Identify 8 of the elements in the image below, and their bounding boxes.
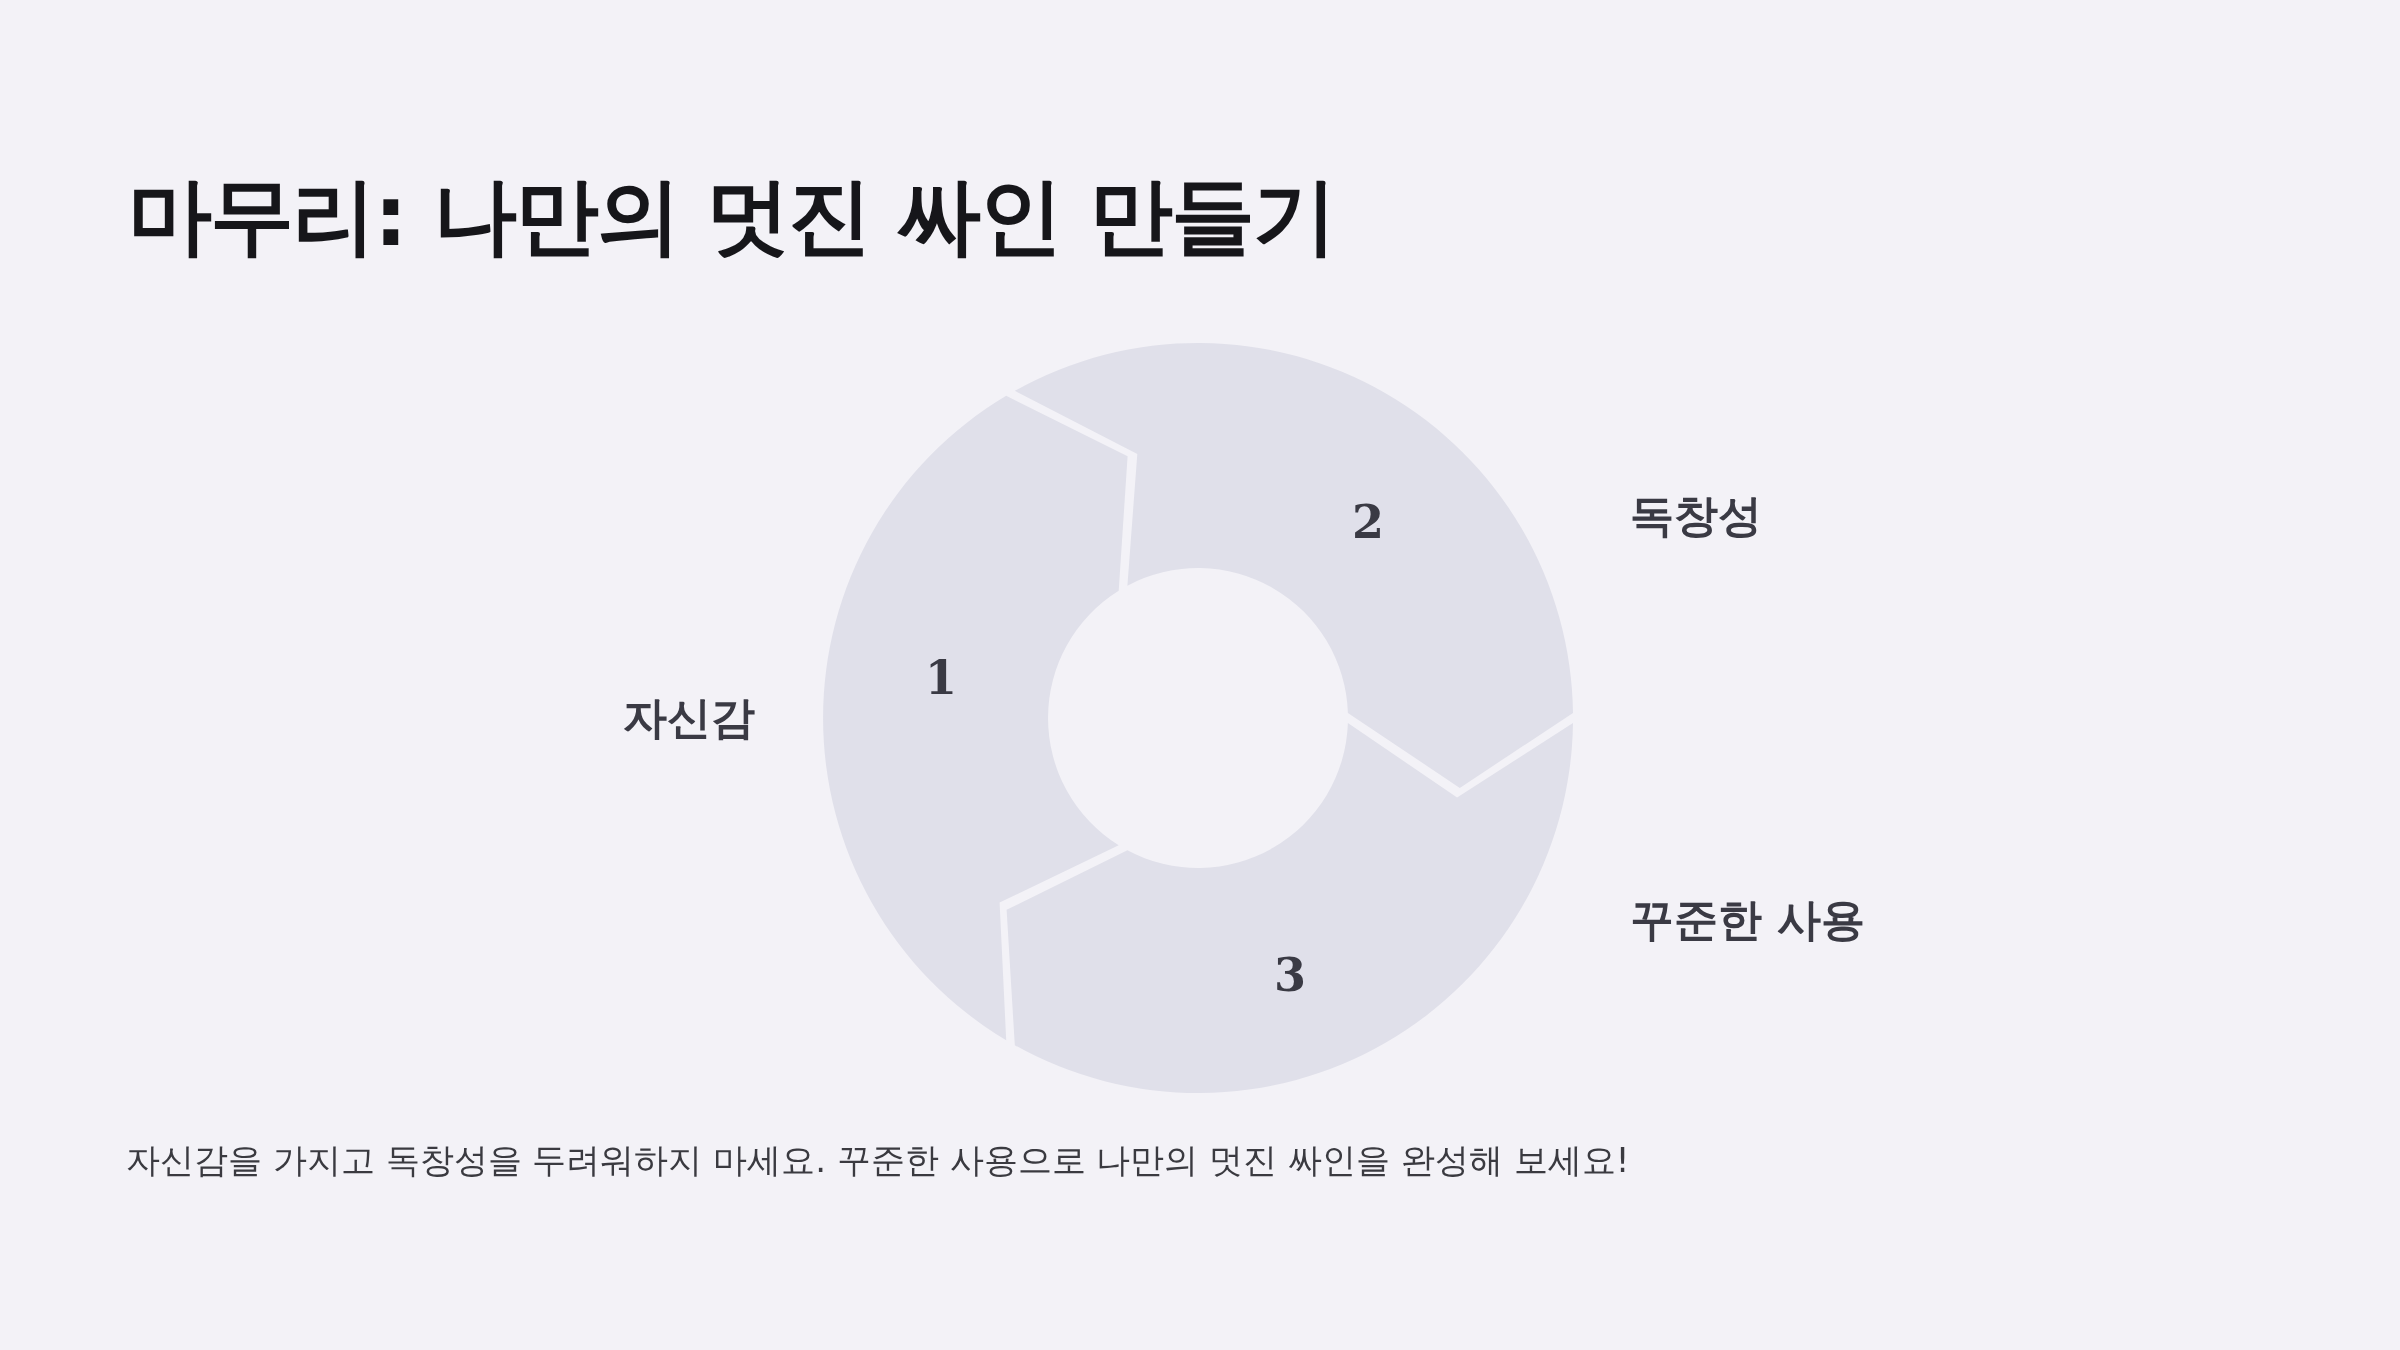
caption-text: 자신감을 가지고 독창성을 두려워하지 마세요. 꾸준한 사용으로 나만의 멋진 싸인을 완성해 보세요! xyxy=(126,1139,1630,1182)
segment-label: 꾸준한 사용 xyxy=(1630,892,1866,947)
slide-title: 마무리: 나만의 멋진 싸인 만들기 xyxy=(128,166,1335,267)
segment-label: 자신감 xyxy=(623,690,755,745)
segment-label: 독창성 xyxy=(1630,488,1762,543)
step-number: 2 xyxy=(1352,495,1384,549)
step-number: 1 xyxy=(925,651,957,705)
step-number: 3 xyxy=(1274,948,1306,1002)
